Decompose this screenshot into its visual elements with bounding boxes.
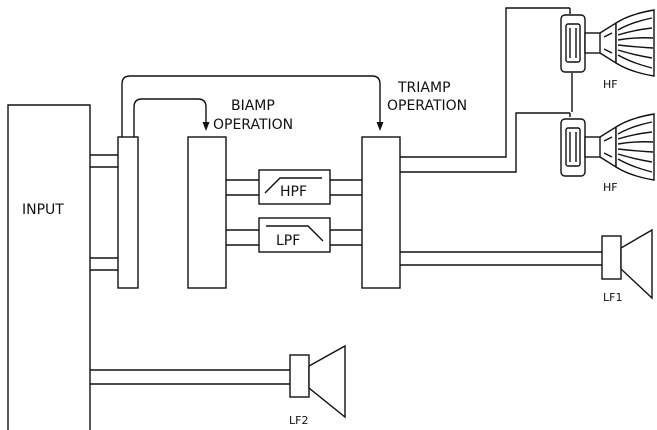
lf2-speaker: LF2 (289, 344, 346, 427)
input-panel: INPUT (7, 104, 91, 430)
input-splitter-box (117, 136, 139, 289)
lpf-slope-icon (266, 225, 324, 242)
triamp-label-line1: TRIAMP (397, 80, 451, 96)
triamp-amplifier-box (361, 136, 401, 289)
biamp-label-line2: OPERATION (213, 117, 293, 133)
lf1-wiring (400, 251, 602, 266)
input-lines (90, 154, 118, 271)
lf1-speaker: LF1 (601, 228, 653, 304)
hf-bottom-label: HF (603, 181, 618, 194)
hf-speaker-top: HF (560, 9, 655, 91)
triamp-label-line2: OPERATION (387, 98, 467, 114)
lf2-label: LF2 (289, 414, 308, 427)
lpf-filter: LPF (258, 217, 331, 253)
lpf-label: LPF (276, 233, 300, 249)
biamp-routing-arrow (133, 98, 210, 137)
hpf-label: HPF (280, 184, 307, 200)
hpf-slope-icon (264, 177, 322, 194)
hf-top-label: HF (603, 78, 618, 91)
input-label: INPUT (22, 202, 64, 218)
biamp-label-line1: BIAMP (231, 98, 275, 114)
lf1-label: LF1 (603, 291, 622, 304)
hf-wiring (400, 7, 573, 173)
biamp-amplifier-box (187, 136, 227, 289)
hf-speaker-bottom: HF (560, 113, 655, 194)
lf2-wiring (90, 369, 290, 385)
triamp-routing-arrow (121, 75, 384, 137)
hpf-filter: HPF (258, 169, 331, 205)
